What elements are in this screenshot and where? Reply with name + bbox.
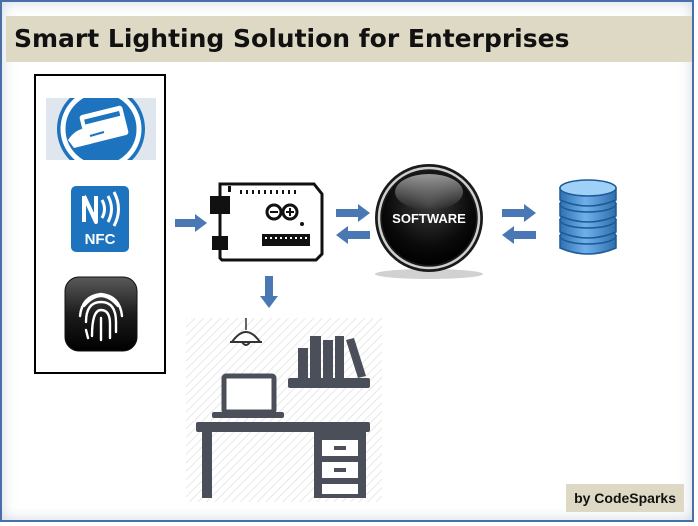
title-band: Smart Lighting Solution for Enterprises bbox=[6, 16, 692, 62]
slide-title: Smart Lighting Solution for Enterprises bbox=[14, 24, 570, 53]
credit-text: by CodeSparks bbox=[574, 490, 676, 506]
credit-badge: by CodeSparks bbox=[566, 484, 684, 512]
software-label: SOFTWARE bbox=[392, 211, 466, 226]
identification-methods-box: NFC bbox=[34, 74, 166, 374]
nfc-label: NFC bbox=[85, 231, 116, 248]
arrow-to-workspace bbox=[260, 276, 278, 308]
arrow-to-controller bbox=[175, 214, 207, 232]
arrows-controller-software bbox=[336, 204, 370, 244]
arrows-software-database bbox=[502, 204, 536, 244]
desk-icon bbox=[196, 422, 370, 498]
arduino-board-icon bbox=[210, 182, 324, 262]
fingerprint-icon bbox=[64, 276, 138, 352]
nfc-icon: NFC bbox=[71, 186, 129, 252]
card-swipe-icon bbox=[46, 98, 156, 160]
laptop-icon bbox=[212, 373, 284, 418]
ceiling-lamp-icon bbox=[230, 318, 262, 346]
database-icon bbox=[559, 179, 617, 255]
office-workspace-illustration bbox=[186, 318, 382, 502]
software-button-icon: SOFTWARE bbox=[375, 164, 483, 279]
bookshelf-icon bbox=[288, 336, 370, 388]
